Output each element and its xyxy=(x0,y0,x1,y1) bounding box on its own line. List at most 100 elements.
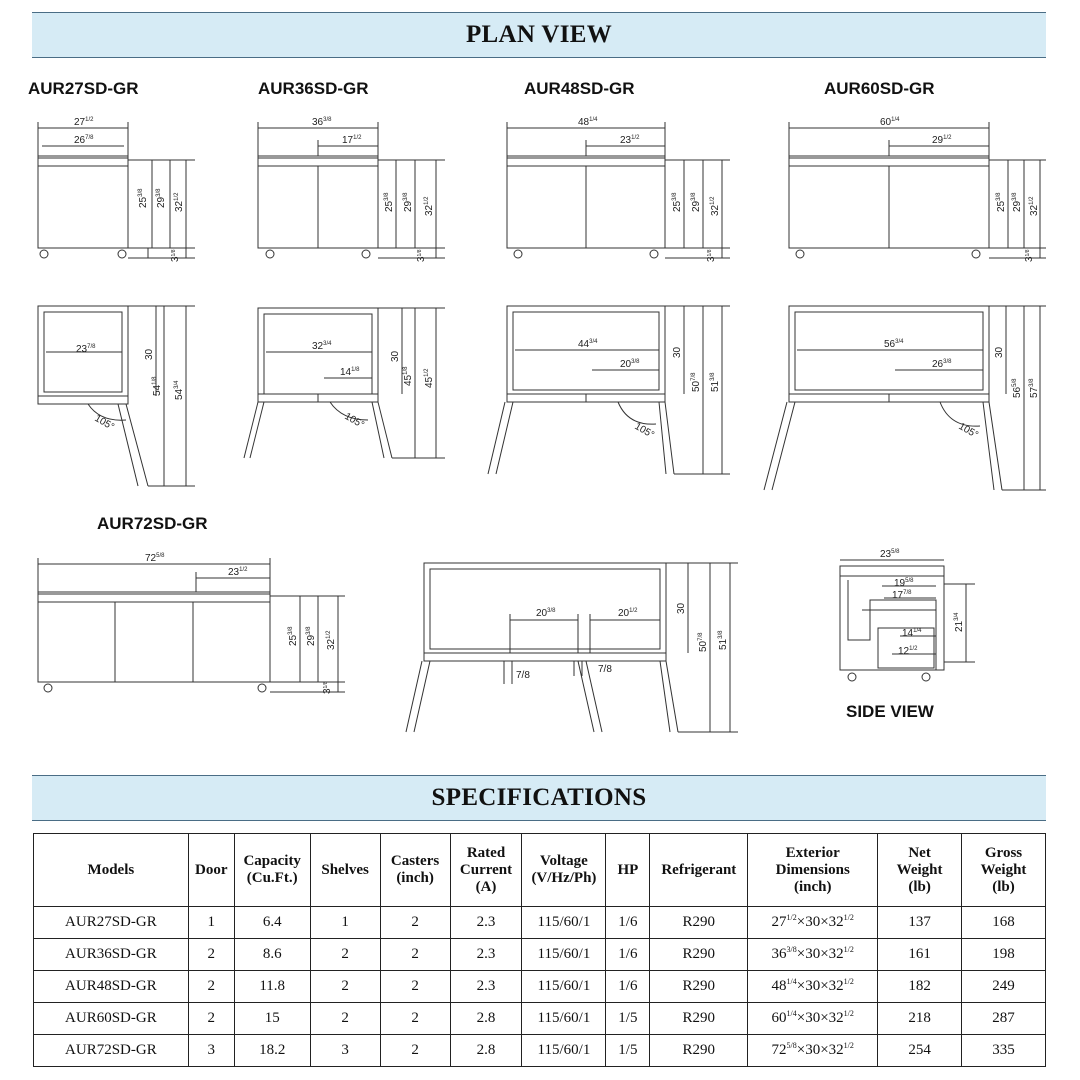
dim-aur36-caster: 31/8 xyxy=(416,249,427,262)
dim-aur27-inner: 267/8 xyxy=(74,135,94,146)
dim-aur60-inner: 291/2 xyxy=(932,135,952,146)
dim-aur60-top-d2: 565/8 xyxy=(1012,378,1023,398)
dim-aur72-gap1: 7/8 xyxy=(516,670,530,681)
cell-capacity: 15 xyxy=(233,1002,311,1035)
cell-net-weight: 161 xyxy=(877,938,963,971)
plan-view-banner: PLAN VIEW xyxy=(32,12,1046,58)
cell-shelves: 1 xyxy=(309,906,381,939)
cell-model: AUR48SD-GR xyxy=(33,970,189,1003)
cell-shelves: 2 xyxy=(309,970,381,1003)
cell-model: AUR36SD-GR xyxy=(33,938,189,971)
model-label-aur36: AUR36SD-GR xyxy=(258,79,369,98)
header-capacity: Capacity(Cu.Ft.) xyxy=(233,833,311,907)
cell-capacity: 6.4 xyxy=(233,906,311,939)
dim-side-a: 195/8 xyxy=(894,578,914,589)
table-row: AUR48SD-GR 2 11.8 2 2 2.3 115/60/1 1/6 R… xyxy=(33,970,1046,1003)
cell-refrigerant: R290 xyxy=(649,970,749,1003)
cell-capacity: 18.2 xyxy=(233,1034,311,1067)
top-view-aur72 xyxy=(405,562,738,733)
table-row: AUR36SD-GR 2 8.6 2 2 2.3 115/60/1 1/6 R2… xyxy=(33,938,1046,971)
dim-aur36-width: 363/8 xyxy=(312,117,332,128)
dim-aur36-top-d: 30 xyxy=(390,350,401,362)
dim-aur72-top-w2: 201/2 xyxy=(618,608,638,619)
side-view-drawing xyxy=(839,559,975,682)
specifications-banner: SPECIFICATIONS xyxy=(32,775,1046,821)
cell-door: 2 xyxy=(187,970,235,1003)
cell-model: AUR72SD-GR xyxy=(33,1034,189,1067)
top-view-aur36 xyxy=(243,307,445,459)
cell-door: 2 xyxy=(187,1002,235,1035)
dim-aur27-top-d: 30 xyxy=(144,348,155,360)
front-elevation-aur48 xyxy=(506,122,730,259)
cell-current: 2.8 xyxy=(449,1034,523,1067)
cell-dimensions: 363/8×30×321/2 xyxy=(747,938,879,971)
plan-view-drawings: 271/2 267/8 253/8 293/8 321/2 31/8 363/8… xyxy=(37,117,1046,733)
cell-current: 2.8 xyxy=(449,1002,523,1035)
cell-net-weight: 254 xyxy=(877,1034,963,1067)
header-voltage: Voltage(V/Hz/Ph) xyxy=(521,833,607,907)
header-models: Models xyxy=(33,833,189,907)
cell-net-weight: 137 xyxy=(877,906,963,939)
cell-shelves: 3 xyxy=(309,1034,381,1067)
dim-aur48-top-w: 443/4 xyxy=(578,339,598,350)
dim-aur48-h3: 321/2 xyxy=(710,196,721,216)
dim-aur60-caster: 31/8 xyxy=(1024,249,1035,262)
dim-aur60-h1: 253/8 xyxy=(996,192,1007,212)
dim-aur72-top-w: 203/8 xyxy=(536,608,556,619)
top-view-aur27 xyxy=(37,305,195,487)
dim-aur60-top-w: 563/4 xyxy=(884,339,904,350)
dim-aur27-width: 271/2 xyxy=(74,117,94,128)
front-elevation-aur60 xyxy=(788,122,1046,259)
dim-aur27-h1: 253/8 xyxy=(138,188,149,208)
front-elevation-aur27 xyxy=(37,122,195,259)
cell-shelves: 2 xyxy=(309,1002,381,1035)
dim-aur72-width: 725/8 xyxy=(145,553,165,564)
cell-refrigerant: R290 xyxy=(649,906,749,939)
dim-aur72-top-d3: 513/8 xyxy=(718,630,729,650)
header-door: Door xyxy=(187,833,235,907)
cell-dimensions: 481/4×30×321/2 xyxy=(747,970,879,1003)
front-elevation-aur36 xyxy=(257,122,445,259)
cell-model: AUR27SD-GR xyxy=(33,906,189,939)
dim-aur36-h1: 253/8 xyxy=(384,192,395,212)
cell-voltage: 115/60/1 xyxy=(521,938,607,971)
cell-gross-weight: 198 xyxy=(961,938,1046,971)
cell-casters: 2 xyxy=(379,1002,451,1035)
dim-aur27-h2: 293/8 xyxy=(156,188,167,208)
cell-door: 1 xyxy=(187,906,235,939)
front-elevation-aur72 xyxy=(37,558,345,693)
dim-aur72-caster: 31/8 xyxy=(322,681,333,694)
cell-hp: 1/6 xyxy=(605,906,651,939)
dim-side-c: 141/4 xyxy=(902,628,922,639)
dim-aur36-top-d3: 451/2 xyxy=(424,368,435,388)
dim-aur60-h3: 321/2 xyxy=(1029,196,1040,216)
cell-refrigerant: R290 xyxy=(649,1034,749,1067)
cell-dimensions: 725/8×30×321/2 xyxy=(747,1034,879,1067)
cell-casters: 2 xyxy=(379,1034,451,1067)
dim-aur60-top-d3: 573/8 xyxy=(1029,378,1040,398)
cell-capacity: 11.8 xyxy=(233,970,311,1003)
dim-aur48-inner: 231/2 xyxy=(620,135,640,146)
top-view-aur48 xyxy=(487,305,730,475)
dim-aur72-gap2: 7/8 xyxy=(598,664,612,675)
table-row: AUR27SD-GR 1 6.4 1 2 2.3 115/60/1 1/6 R2… xyxy=(33,906,1046,939)
specifications-title: SPECIFICATIONS xyxy=(431,784,647,811)
dim-side-d: 121/2 xyxy=(898,646,918,657)
cell-casters: 2 xyxy=(379,938,451,971)
cell-refrigerant: R290 xyxy=(649,938,749,971)
dim-aur27-h3: 321/2 xyxy=(174,192,185,212)
cell-hp: 1/5 xyxy=(605,1002,651,1035)
dim-aur48-top-d3: 513/8 xyxy=(710,372,721,392)
cell-hp: 1/6 xyxy=(605,938,651,971)
table-row: AUR72SD-GR 3 18.2 3 2 2.8 115/60/1 1/5 R… xyxy=(33,1034,1046,1067)
dim-aur72-h1: 253/8 xyxy=(288,626,299,646)
dim-aur27-caster: 31/8 xyxy=(170,249,181,262)
model-label-aur60: AUR60SD-GR xyxy=(824,79,935,98)
dim-aur27-top-d3: 543/4 xyxy=(174,380,185,400)
cell-current: 2.3 xyxy=(449,970,523,1003)
dim-side-h: 213/4 xyxy=(954,612,965,632)
dim-aur36-angle: 105° xyxy=(343,411,366,431)
dim-aur72-top-d2: 507/8 xyxy=(698,632,709,652)
